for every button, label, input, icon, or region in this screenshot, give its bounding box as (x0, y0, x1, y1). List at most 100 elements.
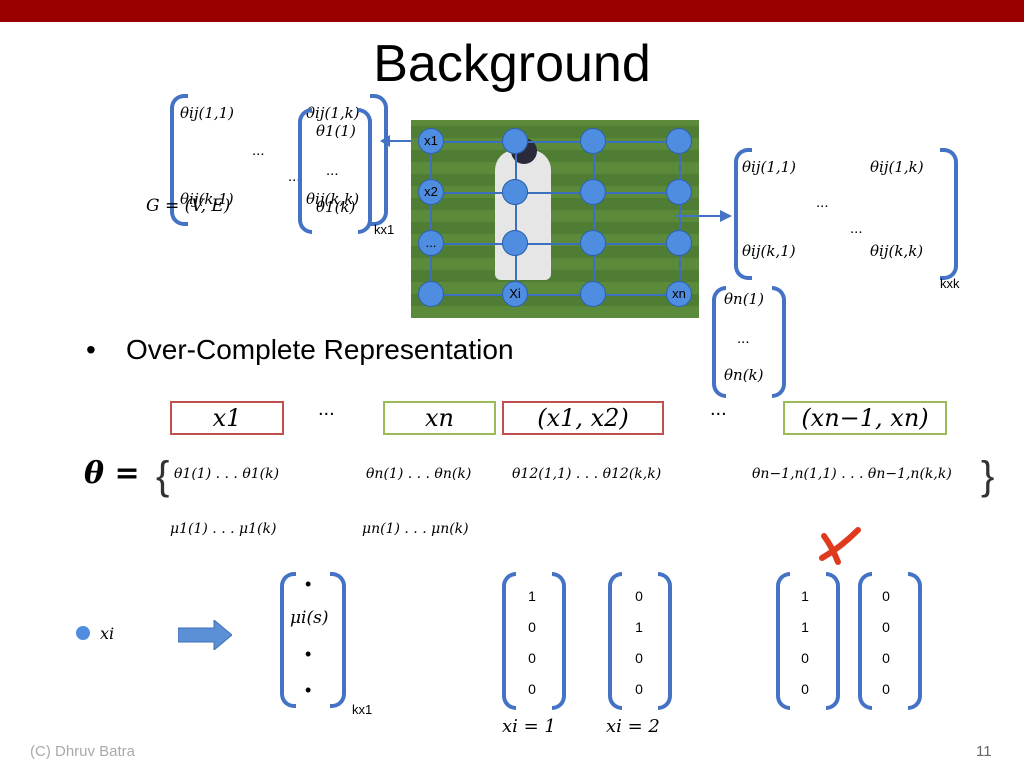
box-xn: xn (383, 401, 496, 435)
grid-node (502, 230, 528, 256)
right-matrix-cell-tl: θij(1,1) (742, 158, 797, 176)
block-arrow-icon (178, 620, 232, 650)
left-matrix-right-bracket (370, 94, 388, 226)
right-matrix-size-label: kxk (940, 276, 960, 291)
right-matrix-dots-1: ... (816, 194, 829, 211)
right-matrix-cell-br: θij(k,k) (870, 242, 924, 260)
vec1-entry-3: 0 (528, 681, 536, 697)
grid-row-4 (430, 294, 680, 296)
grid-node (580, 230, 606, 256)
right-matrix-right-bracket (940, 148, 958, 280)
vec1-right-bracket (552, 572, 566, 710)
mu-vector-dot-b1: • (305, 644, 312, 664)
vectorn-mid: ... (737, 330, 750, 347)
vec2-entry-2: 0 (635, 650, 643, 666)
vec3-entry-3: 0 (801, 681, 809, 697)
vec3-entry-0: 1 (801, 588, 809, 604)
left-matrix-dots-2: ... (288, 168, 301, 185)
grid-node-xi: Xi (502, 281, 528, 307)
grid-row-2 (430, 192, 680, 194)
player-figure (495, 150, 551, 280)
vec4-right-bracket (908, 572, 922, 710)
vec1-entry-0: 1 (528, 588, 536, 604)
vec1-left-bracket (502, 572, 516, 710)
grid-node (502, 179, 528, 205)
grid-node (580, 128, 606, 154)
grid-node-xn: xn (666, 281, 692, 307)
grid-node-x2: x2 (418, 179, 444, 205)
node-icon (76, 626, 90, 640)
bullet-marker: • (86, 334, 96, 365)
vec4-entry-1: 0 (882, 619, 890, 635)
vec3-entry-2: 0 (801, 650, 809, 666)
right-matrix-cell-bl: θij(k,1) (742, 242, 796, 260)
grid-col-4 (679, 141, 681, 295)
grid-row-3 (430, 243, 680, 245)
vector1-left-bracket (298, 108, 312, 234)
left-matrix-cell-br: θij(k,k) (306, 190, 360, 208)
vec4-left-bracket (858, 572, 872, 710)
grid-node-x1: x1 (418, 128, 444, 154)
vectorn-left-bracket (712, 286, 726, 398)
theta-term-2: θn(1) . . . θn(k) (366, 466, 472, 482)
grid-col-3 (593, 141, 595, 295)
graph-label: G = (V, E) (146, 196, 231, 216)
vector1-size-label: kx1 (374, 222, 395, 237)
grid-node (666, 128, 692, 154)
mu-vector-dot-top: • (305, 574, 312, 594)
page-number: 11 (976, 743, 992, 760)
vector1-bottom: θ1(k) (316, 198, 356, 216)
grid-node-dots: ... (418, 230, 444, 256)
top-accent-bar (0, 0, 1024, 22)
left-matrix-left-bracket (170, 94, 188, 226)
vectorn-bottom: θn(k) (724, 366, 764, 384)
left-matrix-cell-tr: θij(1,k) (306, 104, 360, 122)
baseball-field-image (411, 120, 699, 318)
theta-right-brace: } (981, 454, 995, 498)
vec4-entry-2: 0 (882, 650, 890, 666)
vector1-top: θ1(1) (316, 122, 356, 140)
grid-node (502, 128, 528, 154)
slide-title: Background (373, 35, 651, 93)
vec2-entry-3: 0 (635, 681, 643, 697)
vec2-right-bracket (658, 572, 672, 710)
vec4-entry-3: 0 (882, 681, 890, 697)
vec1-label: xi = 1 (502, 716, 556, 737)
vec3-right-bracket (826, 572, 840, 710)
box-x1-x2: (x1, x2) (502, 401, 664, 435)
node-label: xi (100, 624, 115, 643)
right-matrix-left-bracket (734, 148, 752, 280)
theta-term-3: θ12(1,1) . . . θ12(k,k) (512, 466, 662, 482)
theta-term-1: θ1(1) . . . θ1(k) (174, 466, 280, 482)
vec4-entry-0: 0 (882, 588, 890, 604)
left-matrix-cell-bl: θij(k,1) (180, 190, 234, 208)
right-matrix-dots-2: ... (850, 220, 863, 237)
red-cross-icon (819, 527, 861, 565)
mu-vector-left-bracket (280, 572, 296, 708)
arrow-to-right-matrix (676, 210, 732, 222)
theta-term-4: θn−1,n(1,1) . . . θn−1,n(k,k) (752, 466, 952, 482)
mu-term-2: μn(1) . . . μn(k) (362, 521, 469, 537)
vec3-left-bracket (776, 572, 790, 710)
box-x1: x1 (170, 401, 284, 435)
grid-col-1 (430, 141, 432, 295)
left-matrix-dots-1: ... (252, 142, 265, 159)
vec2-entry-1: 1 (635, 619, 643, 635)
right-matrix-cell-tr: θij(1,k) (870, 158, 924, 176)
mu-vector-mid: μi(s) (290, 608, 329, 628)
vec3-entry-1: 1 (801, 619, 809, 635)
mu-term-1: μ1(1) . . . μ1(k) (170, 521, 277, 537)
vec1-entry-1: 0 (528, 619, 536, 635)
box-xn1-xn: (xn−1, xn) (783, 401, 947, 435)
grid-node (580, 281, 606, 307)
vec1-entry-2: 0 (528, 650, 536, 666)
vec2-entry-0: 0 (635, 588, 643, 604)
grid-row-1 (430, 141, 680, 143)
boxes-dots-2: ... (710, 398, 727, 420)
left-matrix-dots-3: ... (326, 162, 339, 179)
grid-node (666, 179, 692, 205)
mu-vector-dot-b2: • (305, 680, 312, 700)
grid-node (666, 230, 692, 256)
grid-col-2 (515, 141, 517, 295)
vector1-right-bracket (358, 108, 372, 234)
